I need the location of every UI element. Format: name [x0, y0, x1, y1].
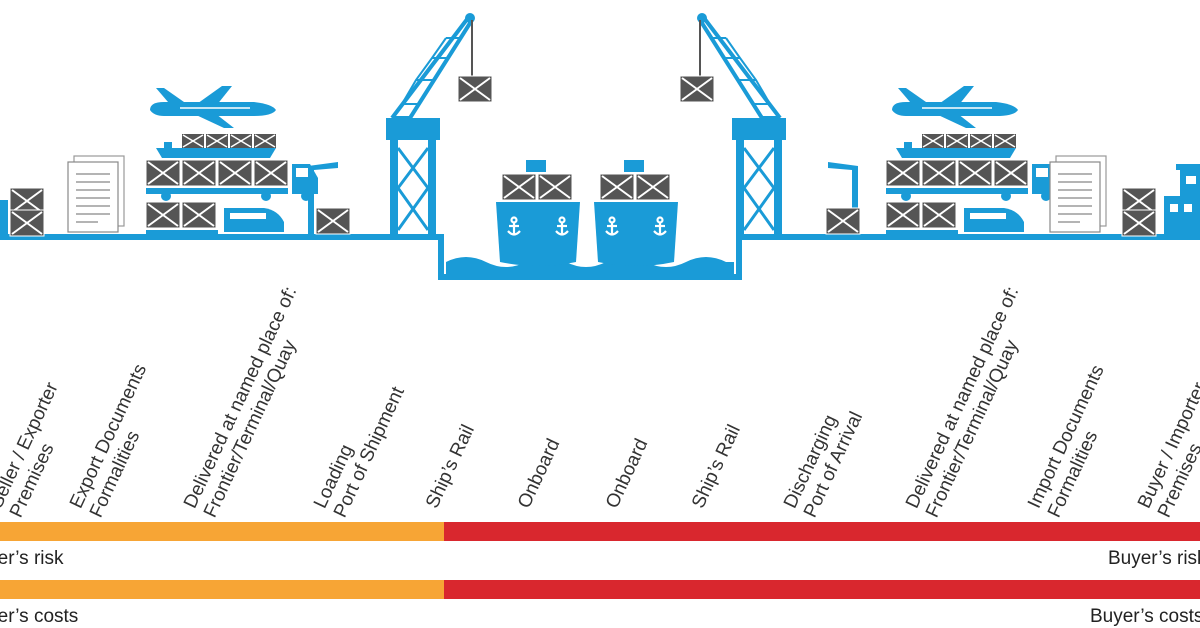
- cargo-ship-icon: [156, 134, 276, 158]
- stage-label-line: Ship’s Rail: [688, 421, 745, 512]
- stage-label-line: Onboard: [514, 435, 565, 512]
- stage-label-line: Ship’s Rail: [422, 421, 479, 512]
- seller-costs-bar: [0, 580, 444, 599]
- buyer-costs-label: Buyer’s costs: [1090, 606, 1200, 627]
- buyer-risk-bar: [444, 522, 1200, 541]
- shipping-illustration: [0, 0, 1200, 280]
- stage-label-delivered-export: Delivered at named place of:Frontier/Ter…: [180, 283, 322, 521]
- crane-icon: [386, 13, 492, 236]
- truck-icon: [146, 160, 318, 201]
- stage-label-delivered-import: Delivered at named place of:Frontier/Ter…: [902, 283, 1044, 521]
- buyer-costs-bar: [444, 580, 1200, 599]
- quay-post: [308, 162, 338, 234]
- document-icon: [67, 155, 125, 233]
- stage-label-onboard-1: Onboard: [514, 436, 565, 512]
- seller-costs-label: Seller’s costs: [0, 606, 79, 627]
- train-icon: [146, 202, 284, 235]
- buyer-risk-label: Buyer’s risk: [1108, 548, 1200, 569]
- seller-risk-bar: [0, 522, 444, 541]
- stage-label-line: Onboard: [602, 435, 653, 512]
- stage-label-ships-rail-2: Ship’s Rail: [688, 422, 746, 512]
- seller-risk-label: Seller’s risk: [0, 548, 64, 569]
- quay-ground: [0, 234, 1200, 280]
- stage-label-line: Delivered at named place of:: [180, 283, 302, 512]
- ship-icon: [496, 160, 580, 266]
- stage-label-line: Delivered at named place of:: [902, 283, 1024, 512]
- building-icon: [1164, 164, 1200, 234]
- airplane-icon: [149, 85, 277, 129]
- exporter-building: [0, 200, 8, 234]
- stage-label-onboard-2: Onboard: [602, 436, 653, 512]
- water-waves: [446, 257, 734, 274]
- stage-label-ships-rail-1: Ship’s Rail: [422, 422, 480, 512]
